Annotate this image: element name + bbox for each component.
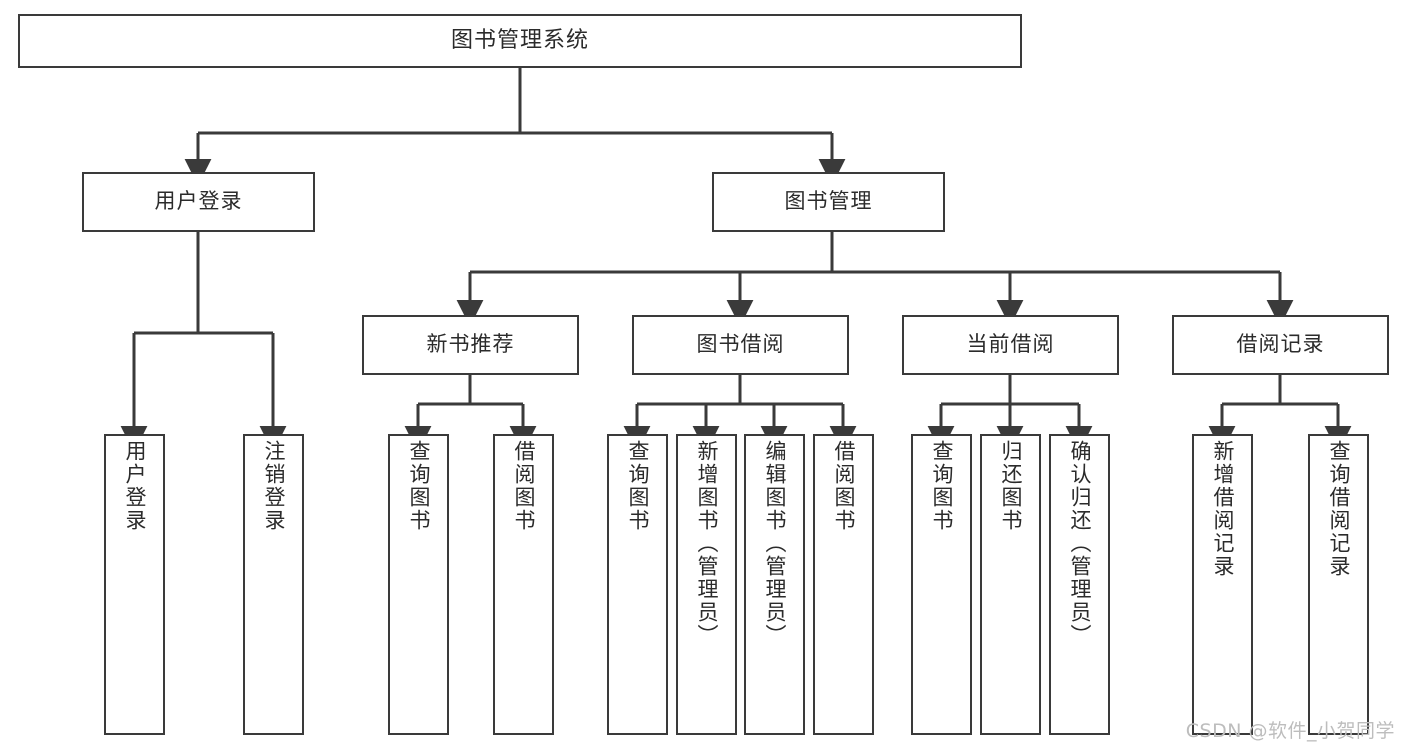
node-current-borrow-label: 当前借阅 [966, 332, 1055, 357]
node-leaf-record-add[interactable]: 新增借阅记录 [1192, 434, 1253, 735]
node-user-login-label: 用户登录 [154, 189, 243, 214]
node-borrow-record[interactable]: 借阅记录 [1172, 315, 1389, 375]
node-book-mgmt[interactable]: 图书管理 [712, 172, 945, 232]
node-leaf-cur-query-label: 查询图书 [929, 440, 954, 532]
node-leaf-borrow-edit-label: 编辑图书（管理员） [762, 440, 787, 647]
node-leaf-cur-query[interactable]: 查询图书 [911, 434, 972, 735]
node-leaf-borrow-edit[interactable]: 编辑图书（管理员） [744, 434, 805, 735]
node-leaf-user-login-label: 用户登录 [122, 440, 147, 532]
node-leaf-borrow-add-label: 新增图书（管理员） [694, 440, 719, 647]
node-leaf-borrow-add[interactable]: 新增图书（管理员） [676, 434, 737, 735]
node-new-book-rec-label: 新书推荐 [426, 332, 515, 357]
node-leaf-rec-query-label: 查询图书 [406, 440, 431, 532]
node-leaf-record-search[interactable]: 查询借阅记录 [1308, 434, 1369, 735]
node-leaf-record-add-label: 新增借阅记录 [1210, 440, 1235, 578]
node-user-login[interactable]: 用户登录 [82, 172, 315, 232]
node-current-borrow[interactable]: 当前借阅 [902, 315, 1119, 375]
node-leaf-borrow-query[interactable]: 查询图书 [607, 434, 668, 735]
node-leaf-cur-return-label: 归还图书 [998, 440, 1023, 532]
node-leaf-rec-query[interactable]: 查询图书 [388, 434, 449, 735]
node-leaf-borrow-do[interactable]: 借阅图书 [813, 434, 874, 735]
node-leaf-rec-borrow-label: 借阅图书 [511, 440, 536, 532]
node-root-label: 图书管理系统 [450, 27, 589, 53]
node-book-mgmt-label: 图书管理 [784, 189, 873, 214]
node-leaf-user-logout[interactable]: 注销登录 [243, 434, 304, 735]
node-leaf-user-logout-label: 注销登录 [261, 440, 286, 532]
node-root[interactable]: 图书管理系统 [18, 14, 1022, 68]
node-leaf-borrow-query-label: 查询图书 [625, 440, 650, 532]
node-leaf-cur-confirm-label: 确认归还（管理员） [1067, 440, 1092, 647]
node-leaf-borrow-do-label: 借阅图书 [831, 440, 856, 532]
node-leaf-cur-confirm[interactable]: 确认归还（管理员） [1049, 434, 1110, 735]
node-new-book-rec[interactable]: 新书推荐 [362, 315, 579, 375]
node-book-borrow-label: 图书借阅 [696, 332, 785, 357]
node-leaf-rec-borrow[interactable]: 借阅图书 [493, 434, 554, 735]
node-leaf-user-login[interactable]: 用户登录 [104, 434, 165, 735]
node-leaf-cur-return[interactable]: 归还图书 [980, 434, 1041, 735]
node-book-borrow[interactable]: 图书借阅 [632, 315, 849, 375]
watermark-text: CSDN @软件_小贺同学 [1185, 720, 1395, 742]
node-leaf-record-search-label: 查询借阅记录 [1326, 440, 1351, 578]
node-borrow-record-label: 借阅记录 [1236, 332, 1325, 357]
